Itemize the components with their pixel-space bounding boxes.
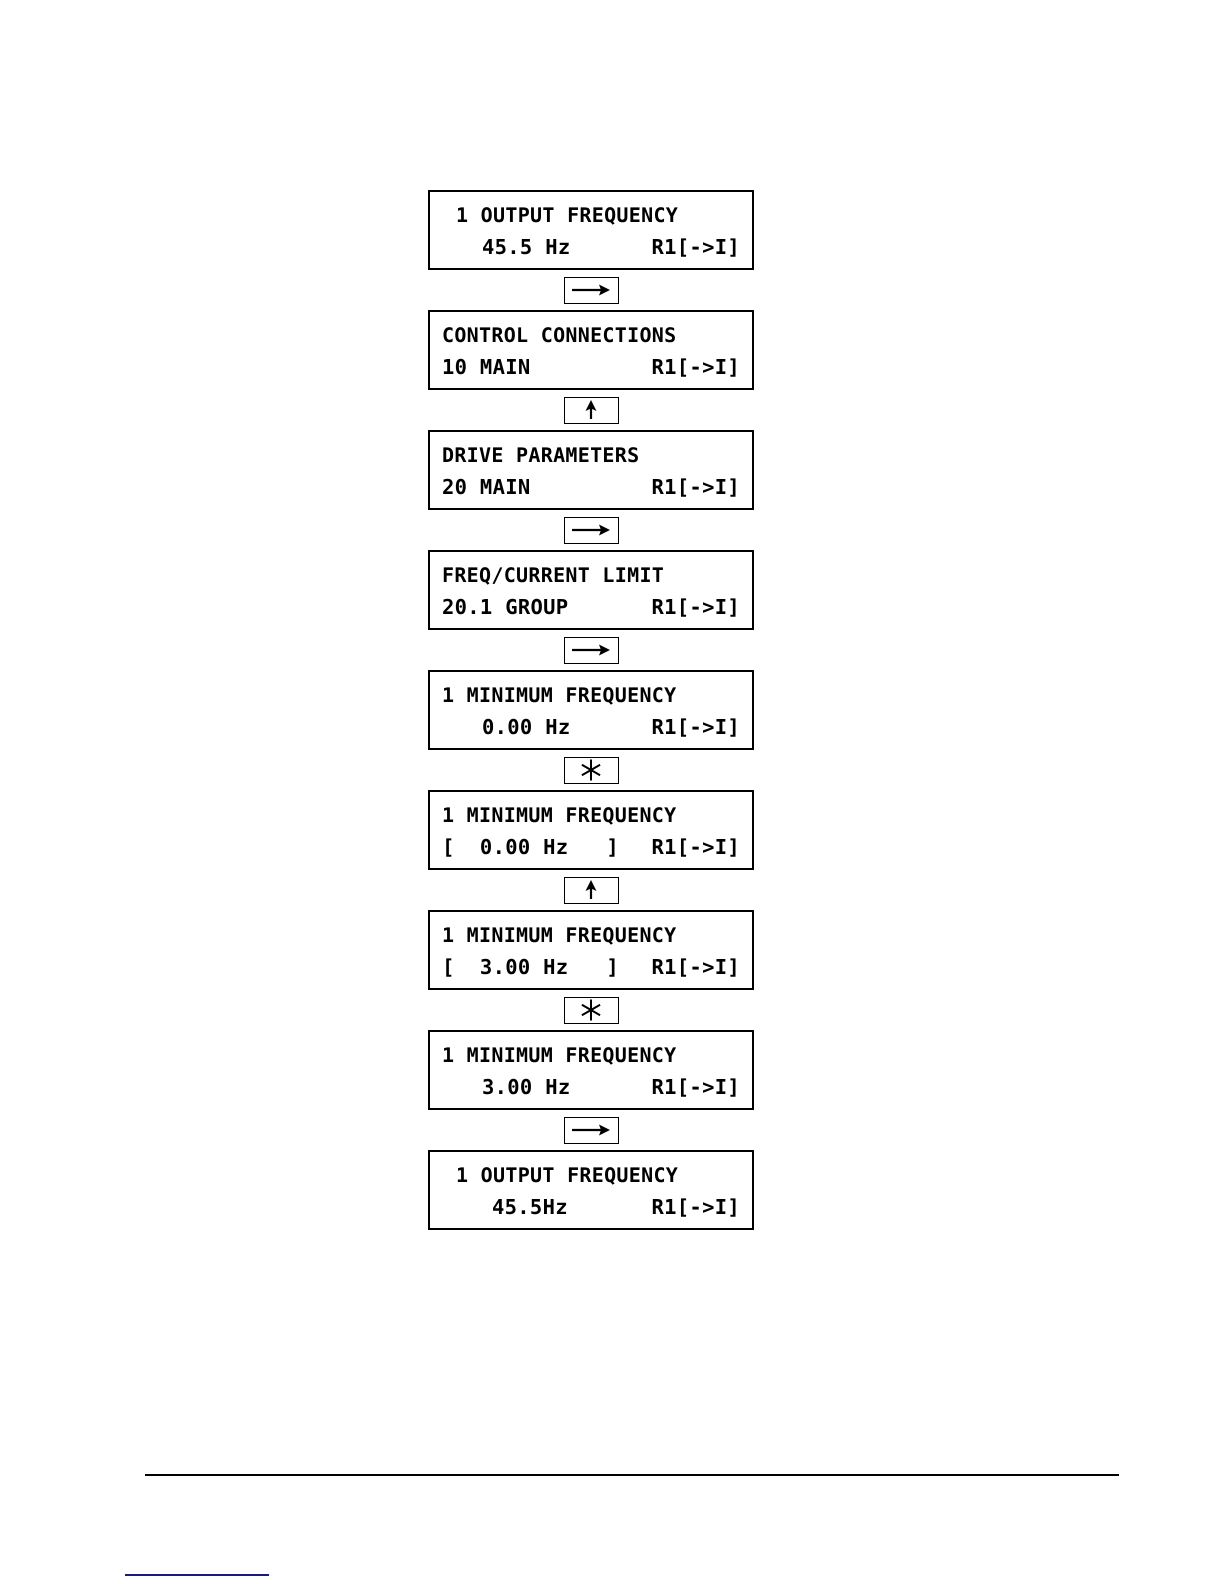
right-arrow-key-1[interactable] xyxy=(563,276,619,304)
up-arrow-icon xyxy=(581,399,601,421)
key-gap xyxy=(428,990,754,1030)
lcd-status-line: 10 MAIN R1[->I] xyxy=(442,351,740,383)
lcd-screen-step-8: 1 MINIMUM FREQUENCY 3.00 Hz R1[->I] xyxy=(428,1030,754,1110)
right-arrow-key-2[interactable] xyxy=(563,516,619,544)
lcd-status-line: 3.00 Hz R1[->I] xyxy=(442,1071,740,1103)
lcd-screen-step-9: 1 OUTPUT FREQUENCY 45.5Hz R1[->I] xyxy=(428,1150,754,1230)
right-arrow-icon xyxy=(570,642,612,658)
key-gap xyxy=(428,750,754,790)
lcd-value: 20.1 GROUP xyxy=(442,595,569,619)
lcd-status-line: 20 MAIN R1[->I] xyxy=(442,471,740,503)
right-arrow-key-4[interactable] xyxy=(563,1116,619,1144)
lcd-mode-indicator: R1[->I] xyxy=(651,475,740,499)
lcd-value: 20 MAIN xyxy=(442,475,531,499)
lcd-value-edit: [ 0.00 Hz ] xyxy=(442,835,619,859)
lcd-screen-step-3: DRIVE PARAMETERS 20 MAIN R1[->I] xyxy=(428,430,754,510)
up-arrow-key-1[interactable] xyxy=(563,396,619,424)
asterisk-enter-icon xyxy=(579,998,603,1022)
key-gap xyxy=(428,390,754,430)
lcd-title-line: FREQ/CURRENT LIMIT xyxy=(442,563,665,587)
lcd-value: 45.5 Hz xyxy=(482,235,571,259)
lcd-screen-step-1: 1 OUTPUT FREQUENCY 45.5 Hz R1[->I] xyxy=(428,190,754,270)
lcd-screen-step-2: CONTROL CONNECTIONS 10 MAIN R1[->I] xyxy=(428,310,754,390)
lcd-status-line: [ 3.00 Hz ] R1[->I] xyxy=(442,951,740,983)
right-arrow-icon xyxy=(570,522,612,538)
key-gap xyxy=(428,270,754,310)
lcd-title-line: DRIVE PARAMETERS xyxy=(442,443,640,467)
lcd-mode-indicator: R1[->I] xyxy=(651,715,740,739)
key-gap xyxy=(428,510,754,550)
lcd-mode-indicator: R1[->I] xyxy=(651,1075,740,1099)
lcd-mode-indicator: R1[->I] xyxy=(651,1195,740,1219)
key-gap xyxy=(428,870,754,910)
lcd-status-line: 20.1 GROUP R1[->I] xyxy=(442,591,740,623)
lcd-title-line: 1 MINIMUM FREQUENCY xyxy=(442,683,677,707)
lcd-value: 45.5Hz xyxy=(492,1195,568,1219)
lcd-screen-step-6: 1 MINIMUM FREQUENCY [ 0.00 Hz ] R1[->I] xyxy=(428,790,754,870)
lcd-value: 0.00 Hz xyxy=(482,715,571,739)
right-arrow-icon xyxy=(570,1122,612,1138)
lcd-status-line: 45.5 Hz R1[->I] xyxy=(442,231,740,263)
up-arrow-icon xyxy=(581,879,601,901)
navigation-sequence-flow: 1 OUTPUT FREQUENCY 45.5 Hz R1[->I] CONTR… xyxy=(428,190,754,1230)
lcd-value-edit: [ 3.00 Hz ] xyxy=(442,955,619,979)
lcd-title-line: CONTROL CONNECTIONS xyxy=(442,323,677,347)
asterisk-enter-icon xyxy=(579,758,603,782)
lcd-screen-step-7: 1 MINIMUM FREQUENCY [ 3.00 Hz ] R1[->I] xyxy=(428,910,754,990)
key-gap xyxy=(428,630,754,670)
lcd-title-line: 1 MINIMUM FREQUENCY xyxy=(442,803,677,827)
lcd-mode-indicator: R1[->I] xyxy=(651,835,740,859)
right-arrow-icon xyxy=(570,282,612,298)
key-gap xyxy=(428,1110,754,1150)
lcd-title-line: 1 OUTPUT FREQUENCY xyxy=(456,1163,679,1187)
lcd-mode-indicator: R1[->I] xyxy=(651,955,740,979)
lcd-title-line: 1 MINIMUM FREQUENCY xyxy=(442,923,677,947)
lcd-title-line: 1 MINIMUM FREQUENCY xyxy=(442,1043,677,1067)
footer-link-underline xyxy=(125,1574,269,1576)
lcd-mode-indicator: R1[->I] xyxy=(651,595,740,619)
lcd-status-line: [ 0.00 Hz ] R1[->I] xyxy=(442,831,740,863)
right-arrow-key-3[interactable] xyxy=(563,636,619,664)
enter-key-2[interactable] xyxy=(563,996,619,1024)
lcd-status-line: 45.5Hz R1[->I] xyxy=(442,1191,740,1223)
lcd-value: 3.00 Hz xyxy=(482,1075,571,1099)
lcd-status-line: 0.00 Hz R1[->I] xyxy=(442,711,740,743)
up-arrow-key-2[interactable] xyxy=(563,876,619,904)
lcd-value: 10 MAIN xyxy=(442,355,531,379)
lcd-mode-indicator: R1[->I] xyxy=(651,235,740,259)
enter-key-1[interactable] xyxy=(563,756,619,784)
lcd-mode-indicator: R1[->I] xyxy=(651,355,740,379)
footer-divider-rule xyxy=(145,1474,1119,1476)
lcd-title-line: 1 OUTPUT FREQUENCY xyxy=(456,203,679,227)
lcd-screen-step-5: 1 MINIMUM FREQUENCY 0.00 Hz R1[->I] xyxy=(428,670,754,750)
lcd-screen-step-4: FREQ/CURRENT LIMIT 20.1 GROUP R1[->I] xyxy=(428,550,754,630)
